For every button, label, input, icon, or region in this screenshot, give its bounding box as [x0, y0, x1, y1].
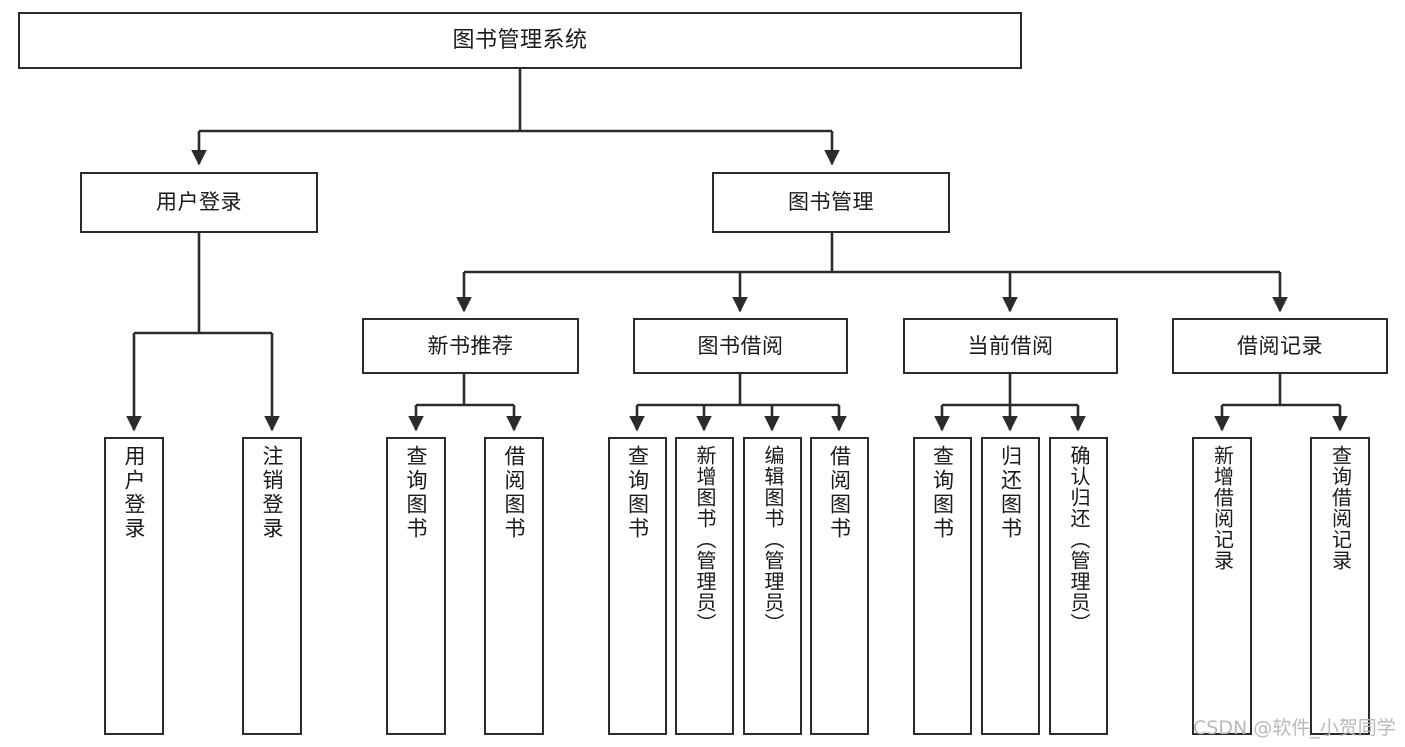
leaf-borrow-record-query-record[interactable]: 查询借阅记录 — [1310, 437, 1370, 735]
node-book-management[interactable]: 图书管理 — [712, 172, 950, 233]
node-label: 查询借阅记录 — [1328, 445, 1353, 571]
node-label: 用户登录 — [122, 445, 147, 541]
node-label: 用户登录 — [156, 190, 242, 215]
node-label: 借阅图书 — [827, 445, 852, 541]
leaf-current-borrow-confirm-return-admin[interactable]: 确认归还（管理员） — [1049, 437, 1108, 735]
node-label: 查询图书 — [930, 445, 955, 541]
leaf-book-borrow-add-book-admin[interactable]: 新增图书（管理员） — [675, 437, 734, 735]
node-label: 查询图书 — [625, 445, 650, 541]
node-label: 归还图书 — [998, 445, 1023, 541]
node-borrow-record[interactable]: 借阅记录 — [1172, 318, 1388, 374]
leaf-user-login-logout[interactable]: 注销登录 — [242, 437, 302, 735]
node-label: 新增图书（管理员） — [693, 445, 717, 634]
node-new-book-recommend[interactable]: 新书推荐 — [362, 318, 579, 374]
node-label: 新增借阅记录 — [1210, 445, 1235, 571]
node-label: 新书推荐 — [427, 333, 514, 358]
node-label: 图书管理 — [788, 190, 874, 215]
node-label: 当前借阅 — [967, 333, 1054, 358]
leaf-borrow-record-add-record[interactable]: 新增借阅记录 — [1192, 437, 1252, 735]
node-user-login[interactable]: 用户登录 — [80, 172, 318, 233]
leaf-current-borrow-query-book[interactable]: 查询图书 — [913, 437, 972, 735]
leaf-current-borrow-return-book[interactable]: 归还图书 — [981, 437, 1040, 735]
leaf-new-book-query-book[interactable]: 查询图书 — [386, 437, 446, 735]
leaf-new-book-borrow-book[interactable]: 借阅图书 — [484, 437, 544, 735]
leaf-book-borrow-edit-book-admin[interactable]: 编辑图书（管理员） — [743, 437, 802, 735]
node-label: 借阅图书 — [502, 445, 527, 541]
node-label: 编辑图书（管理员） — [761, 445, 785, 634]
node-label: 借阅记录 — [1237, 333, 1323, 358]
node-label: 查询图书 — [404, 445, 429, 541]
leaf-book-borrow-query-book[interactable]: 查询图书 — [608, 437, 667, 735]
node-root-book-management-system[interactable]: 图书管理系统 — [18, 12, 1022, 69]
node-current-borrow[interactable]: 当前借阅 — [903, 318, 1118, 374]
node-label: 图书管理系统 — [452, 27, 588, 53]
leaf-user-login-login[interactable]: 用户登录 — [104, 437, 164, 735]
node-label: 注销登录 — [260, 445, 285, 541]
node-book-borrow[interactable]: 图书借阅 — [633, 318, 848, 374]
node-label: 图书借阅 — [697, 333, 784, 358]
node-label: 确认归还（管理员） — [1067, 445, 1091, 634]
leaf-book-borrow-borrow-book[interactable]: 借阅图书 — [810, 437, 869, 735]
